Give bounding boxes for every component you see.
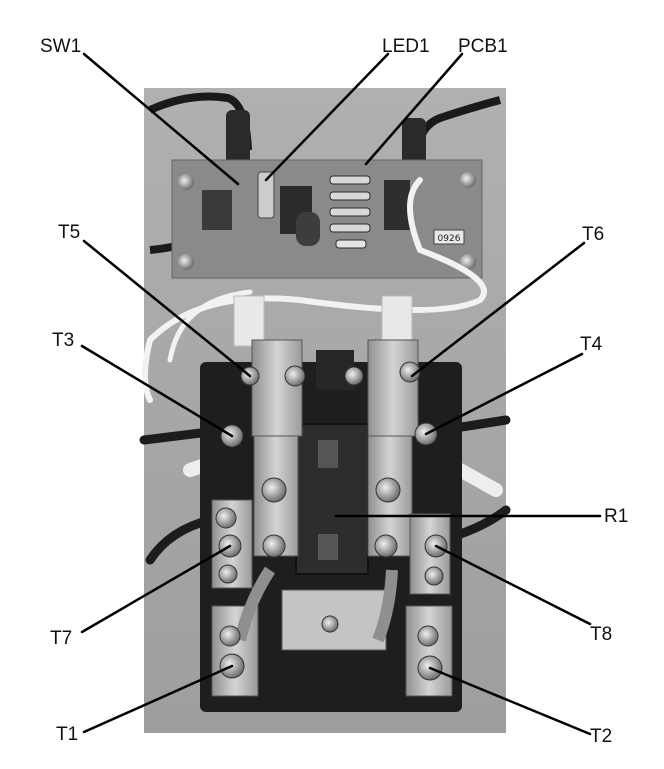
relay-slot [318,440,338,468]
resistor [335,239,367,249]
leader-line-t3 [80,344,234,438]
leader-line-t5 [82,239,252,378]
pcb-mount-screw [460,254,476,270]
relay [200,339,462,712]
callout-labels: SW1 LED1 PCB1 T5 T6 T3 T4 R1 T7 T8 T1 T2 [40,36,628,747]
label-t2: T2 [590,726,612,747]
label-t8: T8 [590,624,612,645]
heat-shrink-right [381,295,413,347]
white-tip-right [453,463,503,497]
photo: 0926 [139,88,511,733]
leader-line-sw1 [82,52,240,186]
label-sw1: SW1 [40,36,81,57]
pcb-mount-screw [178,254,194,270]
label-pcb1: PCB1 [458,36,508,57]
terminal-screw [262,534,286,558]
white-wire-loop [167,289,253,363]
leader-line-t8 [434,544,592,626]
terminal-screw [219,625,241,647]
pcb-board: 0926 [171,159,483,279]
terminal-screw [399,361,421,383]
leader-line-t4 [424,352,584,436]
leader-line-t7 [80,544,232,634]
terminal-screw [215,507,237,529]
label-t7: T7 [50,628,72,649]
pcb-mount-screw [178,174,194,190]
capacitor [296,212,320,246]
terminal-screw [424,566,444,586]
contact-bracket-left [251,339,303,437]
led-body [257,171,275,219]
label-t3: T3 [52,330,74,351]
label-t4: T4 [580,334,603,355]
terminal-screw [218,564,238,584]
resistors [329,175,371,249]
terminal-screw [375,477,401,503]
label-t6: T6 [582,224,604,245]
braided-lead-left [234,566,276,642]
cord-boot-left [226,110,250,168]
terminal-plate-bottom-right [405,605,453,697]
cord-boot-right [402,118,426,173]
resistor [329,207,371,217]
leader-line-t6 [410,241,586,378]
relay-slot [318,534,338,560]
label-led1: LED1 [382,36,430,57]
resistor [329,175,371,185]
contact-bracket-right [367,339,419,437]
leader-lines [80,52,602,736]
terminal-screw [374,534,398,558]
terminal-screw [321,615,339,633]
label-t5: T5 [58,222,80,243]
resistor [329,191,371,201]
switch-body [202,190,232,230]
terminal-screw [417,625,439,647]
label-r1: R1 [604,506,628,527]
terminal-screw [261,477,287,503]
leader-line-t2 [428,666,592,736]
braided-lead-right [372,569,398,643]
label-t1: T1 [56,724,78,745]
heat-shrink-left [233,295,265,347]
pcb-mount-screw [460,172,476,188]
resistor [329,223,371,233]
leader-line-pcb1 [364,52,464,166]
terminal-screw [284,365,306,387]
pcb-marking-box [433,229,465,245]
terminal-screw [344,366,364,386]
leader-line-t1 [82,664,234,734]
pcb-marking: 0926 [438,234,461,244]
connector-block [384,180,410,230]
leader-line-led1 [264,52,390,182]
